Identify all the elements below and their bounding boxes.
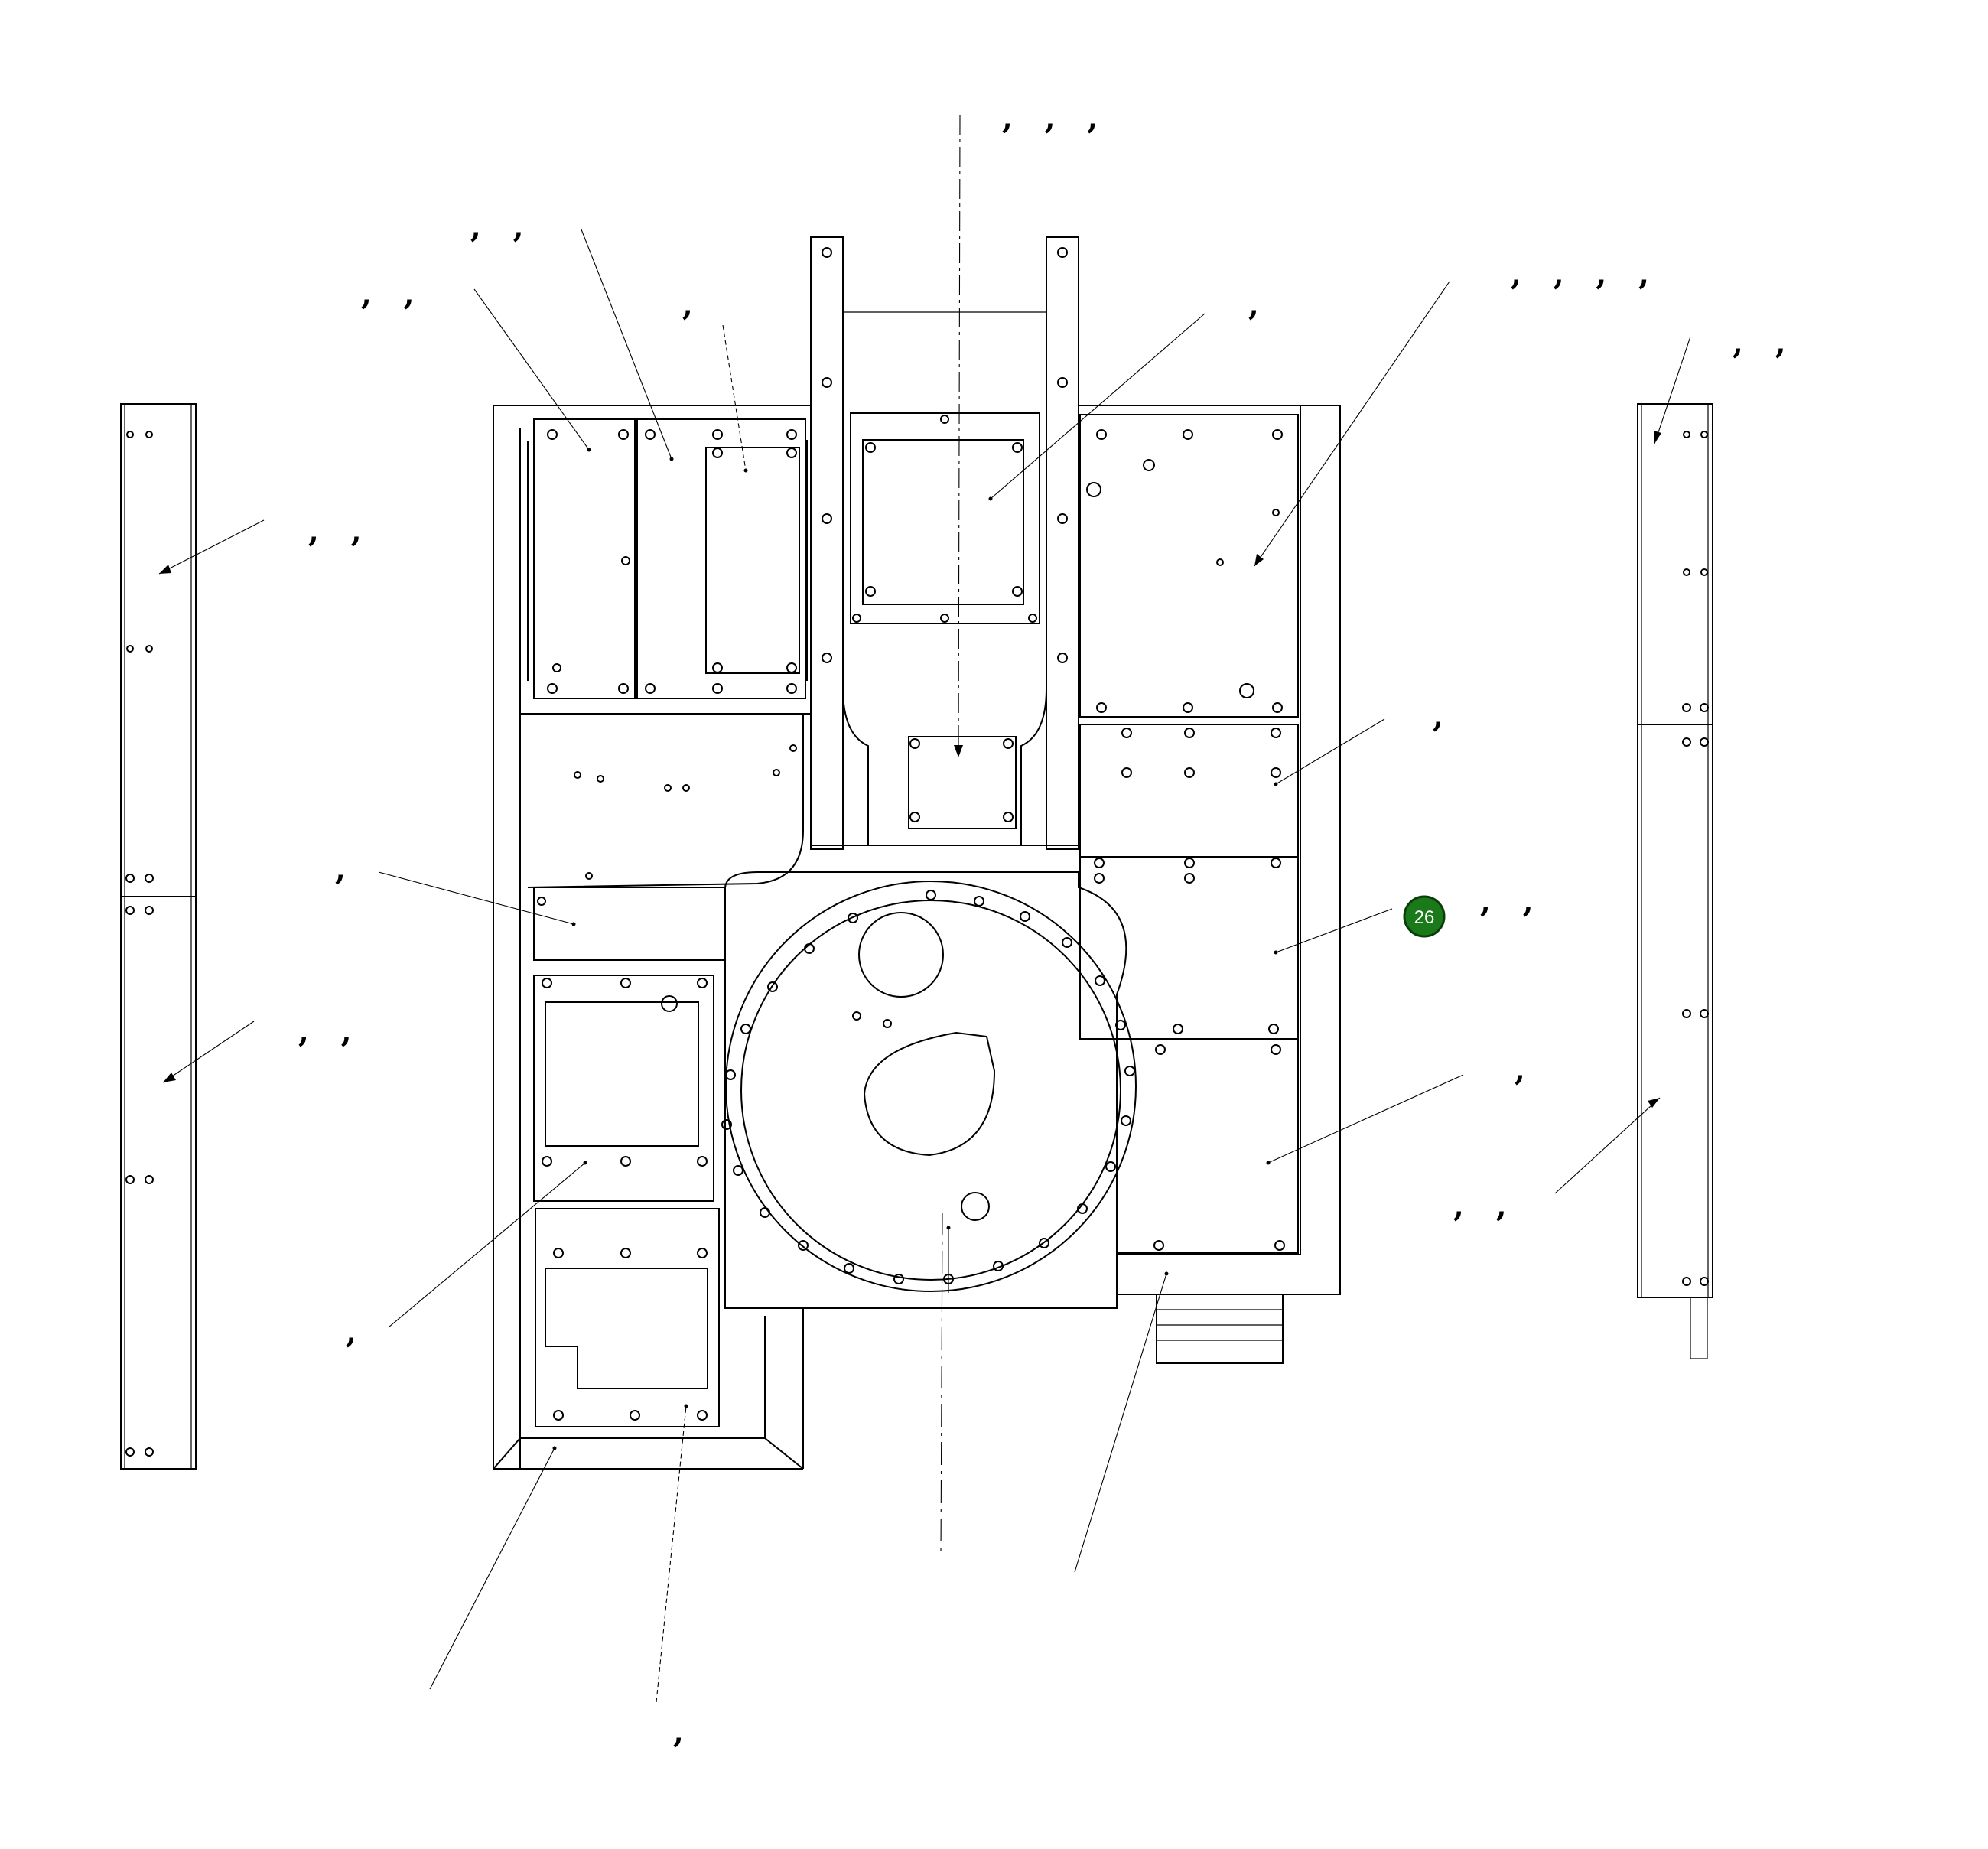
right-bar-holes: [1682, 431, 1709, 1286]
badge-label: 26: [1414, 907, 1435, 928]
arrowheads: [159, 431, 1661, 1450]
callout-top-right-b: , , , ,: [1511, 256, 1649, 292]
callout-right-mid: ,: [1433, 698, 1443, 734]
callout-top-left-a: , ,: [470, 209, 524, 245]
callout-bottom: ,: [673, 1714, 684, 1750]
badge-circle[interactable]: [1403, 895, 1446, 938]
fork-holes: [822, 247, 1068, 663]
callout-badge[interactable]: 26: [1403, 895, 1446, 938]
callout-badge-text: , ,: [1480, 884, 1534, 920]
left-bar-holes: [125, 431, 154, 1457]
right-side-bar: [1637, 403, 1713, 1359]
callout-left-bar-lower: , ,: [298, 1014, 352, 1050]
callout-top-center: , , ,: [1002, 100, 1098, 136]
callout-far-right-bottom: , ,: [1453, 1188, 1507, 1224]
callout-left-bar-upper: , ,: [308, 513, 362, 549]
callout-top-left-b: , ,: [361, 276, 415, 312]
callout-right-lower: ,: [1515, 1052, 1525, 1088]
callout-far-right-top: , ,: [1733, 325, 1786, 361]
leader-lines: [158, 114, 1691, 1703]
callout-labels: , , , , , , , , , , , , , , , , , , , , …: [298, 100, 1786, 1750]
callout-lower-left: ,: [346, 1314, 356, 1350]
callout-top-left-c: ,: [682, 287, 693, 323]
main-frame: [493, 236, 1341, 1470]
turntable-bolt-circle: [721, 890, 1135, 1284]
callout-mid-left: ,: [335, 851, 346, 887]
left-side-bar: [120, 403, 197, 1470]
callout-top-right-a: ,: [1248, 287, 1259, 323]
